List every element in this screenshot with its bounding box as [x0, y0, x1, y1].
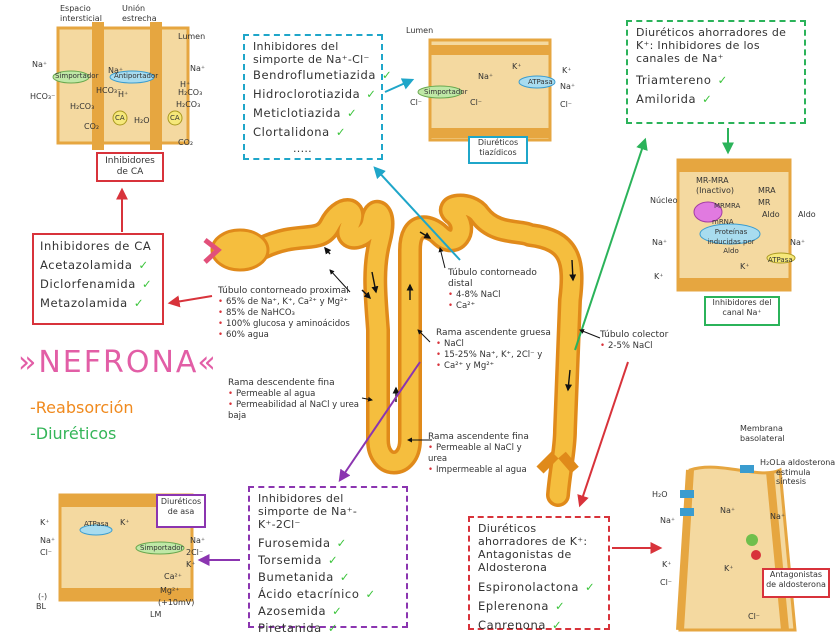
drug-torsemida: Torsemida [258, 553, 323, 567]
aldosterone-antagonists-box: Diuréticos ahorradores de K⁺: Antagonist… [468, 516, 610, 632]
thin-ascending-annotation: Rama ascendente fina Permeable al NaCl y… [428, 432, 538, 476]
glomerulus [203, 238, 222, 264]
check-icon: ✓ [366, 87, 377, 101]
drug-canrenona: Canrenona [478, 618, 546, 632]
check-icon: ✓ [585, 580, 596, 594]
check-icon: ✓ [382, 68, 393, 82]
aldosterone-antagonists-tag: Antagonistas de aldosterona [762, 568, 830, 598]
check-icon: ✓ [141, 277, 153, 291]
drug-metazolamida: Metazolamida [40, 296, 128, 310]
label-simportador-1: Simportador [55, 72, 99, 80]
check-icon: ✓ [347, 106, 358, 120]
drug-diclorfenamida: Diclorfenamida [40, 277, 136, 291]
label-antiportador: Antiportador [114, 72, 159, 80]
subtitle-reabsorcion: -Reabsorción [30, 398, 134, 417]
drug-meticlotiazida: Meticlotiazida [253, 106, 341, 120]
loop-inhibitors-box: Inhibidores del simporte de Na⁺-K⁺-2Cl⁻ … [248, 486, 408, 635]
check-icon: ✓ [133, 296, 145, 310]
aldosterone-title: Diuréticos ahorradores de K⁺: Antagonist… [478, 522, 588, 574]
thiazide-tag: Diuréticos tiazídicos [468, 136, 528, 164]
label-lumen-1: Lumen [178, 32, 206, 41]
check-icon: ✓ [336, 536, 347, 550]
subtitle-diureticos: -Diuréticos [30, 424, 117, 443]
drug-espironolactona: Espironolactona [478, 580, 580, 594]
check-icon: ✓ [339, 570, 351, 584]
collector-annotation: Túbulo colector 2-5% NaCl [600, 330, 690, 352]
drug-bendroflumetiazida: Bendroflumetiazida [253, 68, 377, 82]
label-union: Unión estrecha [122, 4, 157, 23]
check-icon: ✓ [551, 618, 563, 632]
thick-ascending-annotation: Rama ascendente gruesa NaCl 15-25% Na⁺, … [436, 328, 576, 372]
check-icon: ✓ [327, 621, 339, 635]
cell-aldosterone [676, 465, 797, 632]
na-channel-tag: Inhibidores del canal Na⁺ [704, 296, 780, 326]
cell-distal [417, 38, 556, 142]
cell-collector [676, 158, 796, 292]
label-espacio: Espacio intersticial [60, 4, 102, 23]
na-channel-inhibitors-box: Diuréticos ahorradores de K⁺: Inhibidore… [626, 20, 806, 124]
ca-inhibitors-box: Inhibidores de CA Acetazolamida ✓ Diclorf… [32, 233, 164, 325]
drug-acido-etacrinico: Ácido etacrínico [258, 587, 360, 601]
thiazide-title: Inhibidores del simporte de Na⁺-Cl⁻ [253, 40, 370, 66]
check-icon: ✓ [335, 125, 347, 139]
check-icon: ✓ [365, 587, 376, 601]
ca-inhibitors-tag: Inhibidores de CA [96, 152, 164, 182]
pct-annotation: Túbulo contorneado proximal 65% de Na⁺, … [218, 286, 378, 341]
drug-eplerenona: Eplerenona [478, 599, 550, 613]
dct-annotation: Túbulo contorneado distal 4-8% NaCl Ca²⁺ [448, 268, 558, 312]
drug-amilorida: Amilorida [636, 92, 697, 106]
drug-piretanida: Piretanida [258, 621, 322, 635]
drug-bumetanida: Bumetanida [258, 570, 334, 584]
check-icon: ✓ [717, 73, 728, 87]
check-icon: ✓ [702, 92, 713, 106]
label-simportador-2: Simportador [424, 88, 468, 96]
drug-clortalidona: Clortalidona [253, 125, 330, 139]
na-channel-title: Diuréticos ahorradores de K⁺: Inhibidore… [636, 26, 787, 65]
thiazide-box: Inhibidores del simporte de Na⁺-Cl⁻ Bend… [243, 34, 392, 160]
bowman-capsule [210, 228, 270, 272]
loop-inhibitors-title: Inhibidores del simporte de Na⁺-K⁺-2Cl⁻ [258, 492, 358, 531]
check-icon: ✓ [328, 553, 339, 567]
drug-hidroclorotiazida: Hidroclorotiazida [253, 87, 361, 101]
drug-azosemida: Azosemida [258, 604, 327, 618]
drug-acetazolamida: Acetazolamida [40, 258, 133, 272]
cell-proximal [52, 22, 190, 150]
drug-triamtereno: Triamtereno [636, 73, 712, 87]
check-icon: ✓ [332, 604, 343, 618]
page-title: »NEFRONA« [18, 345, 218, 380]
thin-descending-annotation: Rama descendente fina Permeable al agua … [228, 378, 368, 422]
label-atpasa-2: ATPasa [528, 78, 553, 86]
label-lumen-2: Lumen [406, 26, 434, 35]
drug-furosemida: Furosemida [258, 536, 331, 550]
check-icon: ✓ [138, 258, 149, 272]
ca-box-title: Inhibidores de CA [40, 239, 152, 253]
loop-diuretics-tag: Diuréticos de asa [156, 494, 206, 528]
check-icon: ✓ [555, 599, 566, 613]
